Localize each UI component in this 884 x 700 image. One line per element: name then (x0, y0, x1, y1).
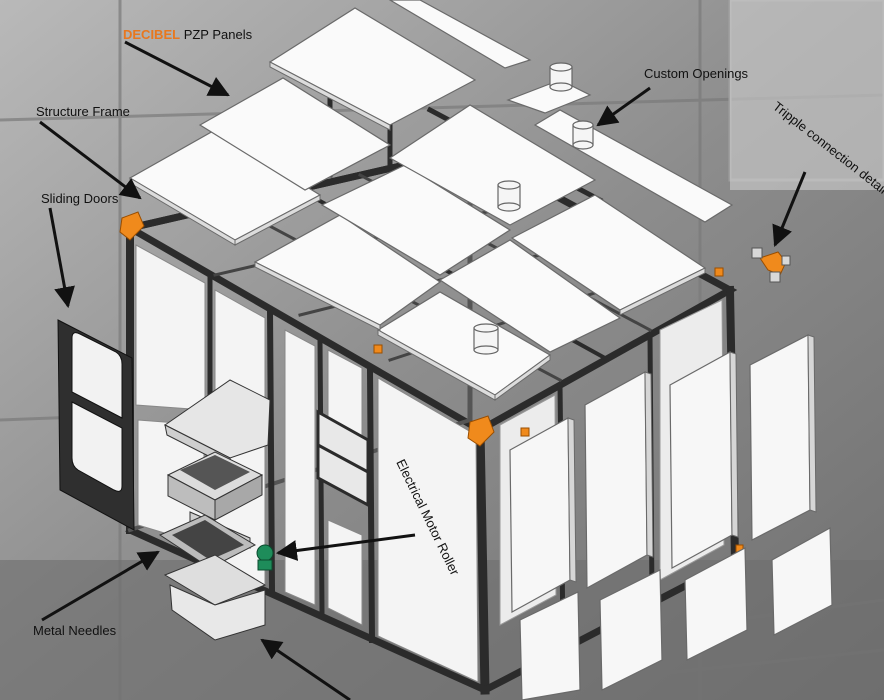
side-panel-4 (749, 334, 811, 541)
tripple-connection-detail (751, 247, 791, 283)
joint-front-center (467, 415, 495, 447)
side-panel-2 (584, 370, 648, 590)
side-panel-3 (669, 350, 733, 570)
arrow-tripple-connection (772, 171, 807, 247)
arrow-structure-frame (39, 120, 142, 200)
ceiling-strip-top (388, 0, 532, 69)
cylinder-4 (473, 323, 499, 355)
ceiling-panel-2 (198, 77, 392, 191)
lower-panel-1 (519, 591, 581, 700)
brand-name: DECIBEL (123, 27, 181, 42)
cylinder-2 (572, 120, 594, 150)
ceiling-panel-8 (438, 239, 622, 353)
arrow-bottom (260, 638, 351, 700)
joint-small-2 (520, 427, 530, 437)
cylinder-1 (549, 62, 573, 92)
label-sliding-doors: Sliding Doors (41, 191, 119, 206)
joint-small-1 (373, 344, 383, 354)
arrow-metal-needles (41, 550, 160, 622)
joint-front-left (119, 211, 145, 241)
cylinder-3 (497, 180, 521, 212)
ceiling-panel-5 (320, 164, 512, 276)
lower-panel-3 (684, 547, 748, 661)
lower-panel-4 (771, 526, 833, 636)
ceiling-panel-6 (388, 104, 597, 226)
custom-opening-cylinders (473, 62, 594, 355)
arrow-pzp-panels (124, 40, 230, 97)
label-pzp-panels: DECIBEL PZP Panels (123, 27, 252, 42)
side-panel-1 (509, 416, 571, 614)
joint-small-3 (714, 267, 724, 277)
exploded-wall-panels (509, 334, 833, 700)
label-metal-needles: Metal Needles (33, 623, 117, 638)
ceiling-panel-edges (129, 61, 706, 401)
sliding-door (57, 319, 135, 531)
front-window (316, 409, 370, 508)
background-wall-light (730, 0, 884, 190)
ceiling-panels (128, 0, 734, 396)
motor-gear (256, 544, 274, 562)
exploded-panel-edges (567, 334, 817, 583)
lower-panel-2 (599, 569, 663, 691)
arrow-sliding-doors (48, 207, 75, 309)
corner-joints (119, 211, 744, 553)
label-structure-frame: Structure Frame (36, 104, 130, 119)
tray-bottom (163, 554, 267, 606)
arrow-custom-openings (596, 86, 651, 127)
label-custom-openings: Custom Openings (644, 66, 749, 81)
roller-mechanism (158, 379, 274, 641)
pzp-panels-text: PZP Panels (183, 27, 253, 42)
base-bracket (169, 584, 266, 641)
callout-arrows (39, 40, 807, 700)
arrow-motor-roller (275, 533, 416, 561)
